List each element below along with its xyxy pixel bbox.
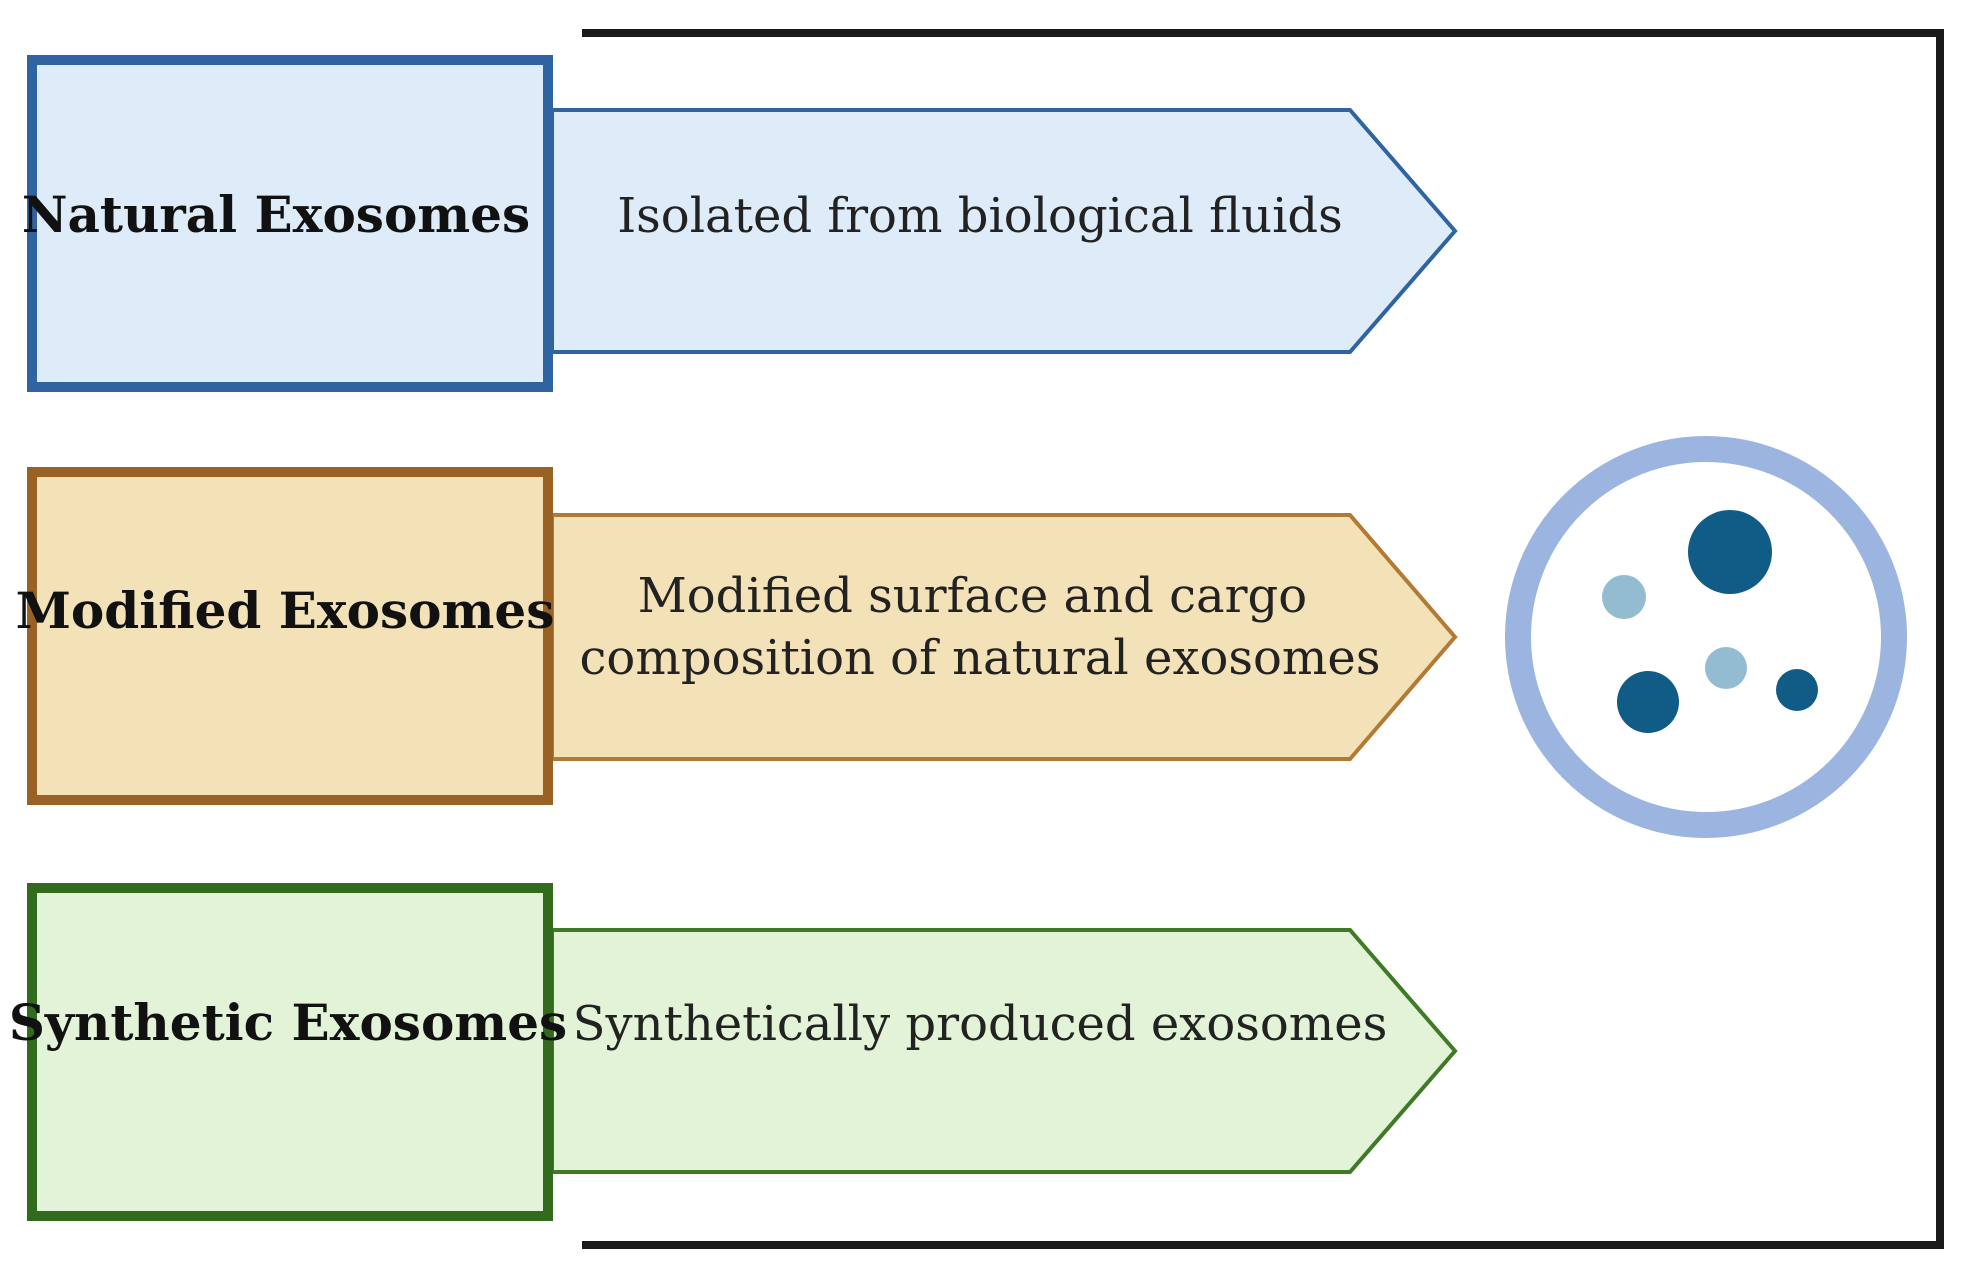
desc-synthetic-exosomes: Synthetically produced exosomes — [573, 996, 1388, 1052]
bracket-frame — [582, 29, 1944, 1249]
desc-natural-exosomes: Isolated from biological fluids — [617, 188, 1343, 244]
particle-light-center — [1705, 647, 1747, 689]
particle-dark-medium — [1617, 671, 1679, 733]
desc-line: Isolated from biological fluids — [617, 188, 1343, 244]
box-modified-exosomes — [27, 467, 553, 805]
particle-dark-large — [1688, 510, 1772, 594]
desc-line: composition of natural exosomes — [580, 630, 1381, 686]
box-synthetic-exosomes — [27, 883, 553, 1221]
desc-line: Modified surface and cargo — [638, 568, 1308, 624]
exosome-vesicle-icon — [1505, 436, 1907, 838]
row-modified-exosomes: Modified Exosomes Modified surface and c… — [16, 467, 1458, 805]
desc-line: Synthetically produced exosomes — [573, 996, 1388, 1052]
vesicle-membrane — [1505, 436, 1907, 838]
particle-light-left — [1602, 575, 1646, 619]
label-synthetic-exosomes: Synthetic Exosomes — [9, 993, 567, 1052]
label-natural-exosomes: Natural Exosomes — [22, 185, 530, 244]
box-natural-exosomes — [27, 55, 553, 392]
desc-modified-exosomes: Modified surface and cargo composition o… — [580, 568, 1381, 686]
label-modified-exosomes: Modified Exosomes — [16, 581, 555, 640]
row-synthetic-exosomes: Synthetic Exosomes Synthetically produce… — [9, 883, 1458, 1221]
particle-dark-small — [1776, 669, 1818, 711]
row-natural-exosomes: Natural Exosomes Isolated from biologica… — [22, 55, 1458, 392]
